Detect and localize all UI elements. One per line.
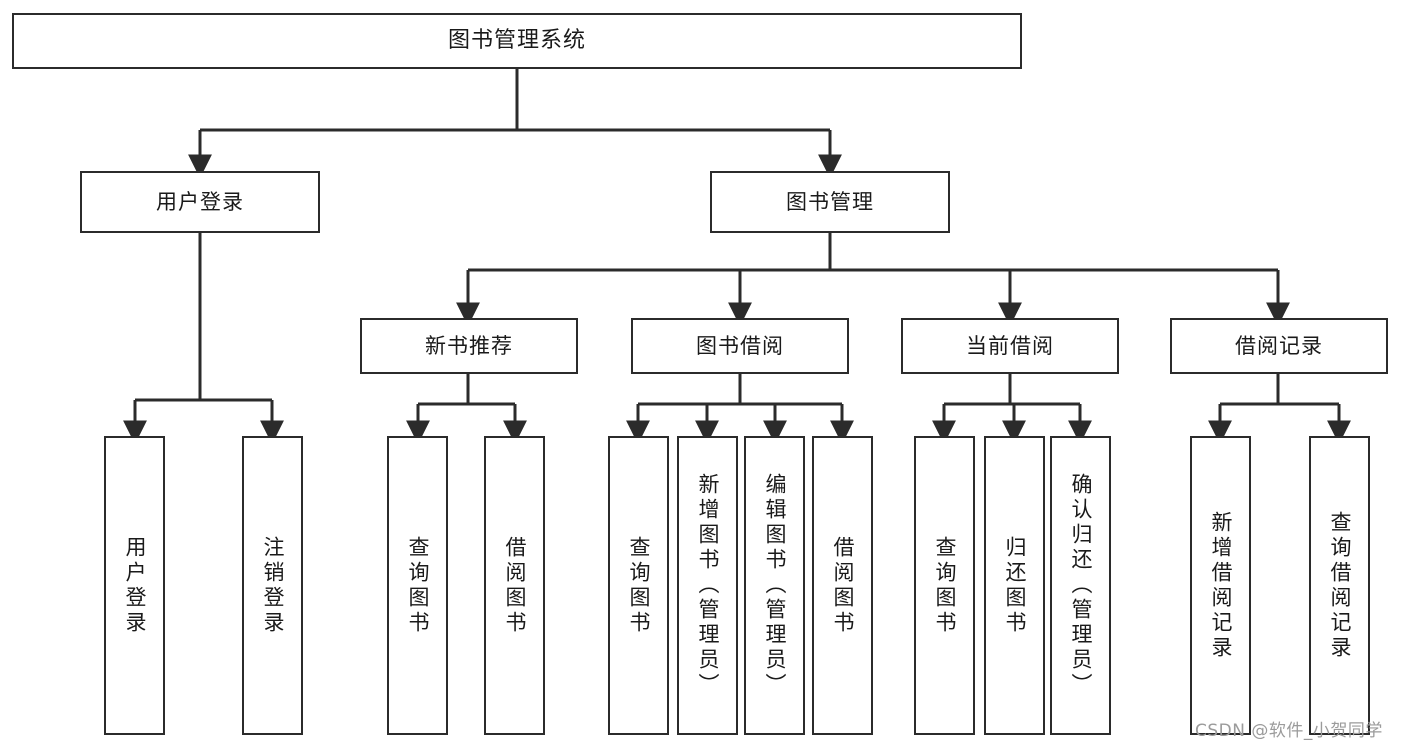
node-leaf-user-login-label: 用户登录 [123,535,147,636]
node-leaf-query-record-label: 查询借阅记录 [1328,510,1352,661]
node-leaf-user-login[interactable]: 用户登录 [104,436,165,735]
node-leaf-query-book-2-label: 查询图书 [627,535,651,636]
node-root-label: 图书管理系统 [447,28,586,54]
node-leaf-borrow-book-1[interactable]: 借阅图书 [484,436,545,735]
node-book-manage[interactable]: 图书管理 [710,171,950,233]
node-leaf-borrow-book-1-label: 借阅图书 [503,535,527,636]
node-leaf-query-book-1[interactable]: 查询图书 [387,436,448,735]
node-leaf-add-book-label: 新增图书（管理员） [696,473,720,698]
node-borrow-record[interactable]: 借阅记录 [1170,318,1388,374]
node-leaf-query-book-1-label: 查询图书 [406,535,430,636]
node-leaf-edit-book[interactable]: 编辑图书（管理员） [744,436,805,735]
node-current-borrow[interactable]: 当前借阅 [901,318,1119,374]
node-leaf-confirm-return[interactable]: 确认归还（管理员） [1050,436,1111,735]
watermark: CSDN @软件_小贺同学 [1195,721,1383,741]
node-leaf-query-record[interactable]: 查询借阅记录 [1309,436,1370,735]
node-new-book-recommend-label: 新书推荐 [425,333,513,358]
node-new-book-recommend[interactable]: 新书推荐 [360,318,578,374]
node-leaf-add-record[interactable]: 新增借阅记录 [1190,436,1251,735]
node-leaf-borrow-book-2-label: 借阅图书 [831,535,855,636]
node-book-manage-label: 图书管理 [786,189,874,214]
node-leaf-add-book[interactable]: 新增图书（管理员） [677,436,738,735]
node-current-borrow-label: 当前借阅 [966,333,1054,358]
node-leaf-add-record-label: 新增借阅记录 [1209,510,1233,661]
node-leaf-return-book-label: 归还图书 [1003,535,1027,636]
node-borrow-record-label: 借阅记录 [1235,333,1323,358]
node-leaf-confirm-return-label: 确认归还（管理员） [1069,473,1093,698]
node-leaf-query-book-3-label: 查询图书 [933,535,957,636]
node-user-login[interactable]: 用户登录 [80,171,320,233]
node-leaf-return-book[interactable]: 归还图书 [984,436,1045,735]
node-leaf-edit-book-label: 编辑图书（管理员） [763,473,787,698]
node-leaf-query-book-3[interactable]: 查询图书 [914,436,975,735]
node-book-borrow[interactable]: 图书借阅 [631,318,849,374]
node-leaf-logout[interactable]: 注销登录 [242,436,303,735]
node-root[interactable]: 图书管理系统 [12,13,1022,69]
node-leaf-borrow-book-2[interactable]: 借阅图书 [812,436,873,735]
node-book-borrow-label: 图书借阅 [696,333,784,358]
node-leaf-query-book-2[interactable]: 查询图书 [608,436,669,735]
node-user-login-label: 用户登录 [156,189,244,214]
node-leaf-logout-label: 注销登录 [261,535,285,636]
